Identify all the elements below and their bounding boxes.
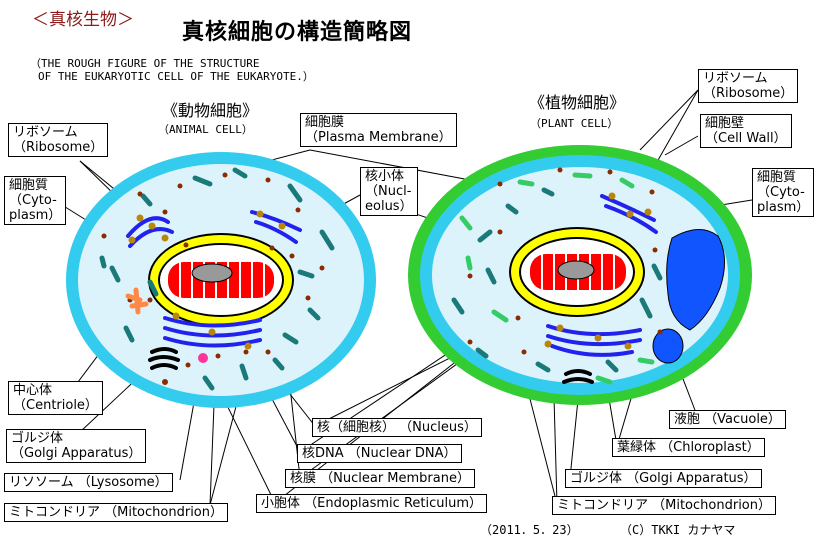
plant-ribosomes [467,167,663,355]
subtitle-line-2: OF THE EUKARYOTIC CELL OF THE EUKARYOTE.… [38,70,314,83]
category-label: ＜真核生物＞ [32,10,134,30]
label-cell-wall: 細胞壁（Cell Wall） [700,114,792,148]
label-golgi-plant: ゴルジ体 （Golgi Apparatus） [565,469,762,488]
label-vacuole: 液胞 （Vacuole） [669,410,786,429]
plant-chloroplasts [459,172,655,385]
page-title: 真核細胞の構造簡略図 [182,20,413,45]
animal-mitochondria [99,167,335,391]
plant-er [546,194,658,357]
label-mitochondrion-animal: ミトコンドリア （Mitochondrion） [4,503,228,522]
label-mitochondrion-plant: ミトコンドリア （Mitochondrion） [552,496,776,515]
animal-lysosome [198,353,208,363]
label-ribosome-animal: リボソーム（Ribosome） [8,123,109,157]
plant-vacuole [666,229,725,331]
label-ribosome-plant: リボソーム（Ribosome） [698,69,799,103]
animal-nucleolus [191,263,233,283]
label-lysosome: リソソーム （Lysosome） [4,473,173,492]
animal-cell-drawing [66,152,376,408]
plant-vacuole-small [652,328,684,364]
plant-golgi [562,369,594,384]
animal-golgi [148,347,180,370]
label-plasma-membrane: 細胞膜（Plasma Membrane） [300,113,457,147]
footer-credit: （C）TKKI カナヤマ [620,523,736,537]
plant-er-ribosomes [544,192,652,350]
plant-cell-title: 《植物細胞》 [529,93,626,112]
plant-cell-drawing [408,145,752,405]
plant-nucleolus [557,260,595,280]
label-cytoplasm-animal: 細胞質（Cyto-plasm） [4,176,67,225]
label-cytoplasm-plant: 細胞質（Cyto-plasm） [752,168,815,217]
animal-cell-subtitle: （ANIMAL CELL） [158,123,253,136]
label-chloroplast: 葉緑体 （Chloroplast） [612,438,765,457]
plant-mitochondria [451,187,663,373]
animal-ribosomes [101,172,325,368]
label-nuclear-membrane: 核膜 （Nuclear Membrane） [285,469,475,488]
animal-er-ribosomes [128,210,286,350]
animal-centriole [125,287,149,315]
footer-date: （2011．5．23） [480,523,579,537]
label-nucleolus: 核小体（Nucl-eolus） [360,167,418,216]
label-endoplasmic-reticulum: 小胞体 （Endoplasmic Reticulum） [256,494,488,513]
label-nucleus: 核（細胞核） （Nucleus） [312,418,482,437]
label-golgi-animal: ゴルジ体（Golgi Apparatus） [6,429,147,463]
subtitle-line-1: （THE ROUGH FIGURE OF THE STRUCTURE [30,57,260,70]
label-centriole: 中心体（Centriole） [8,381,103,415]
plant-cell-subtitle: （PLANT CELL） [530,117,619,130]
label-nuclear-dna: 核DNA （Nuclear DNA） [297,444,462,463]
animal-cell-title: 《動物細胞》 [162,101,259,120]
